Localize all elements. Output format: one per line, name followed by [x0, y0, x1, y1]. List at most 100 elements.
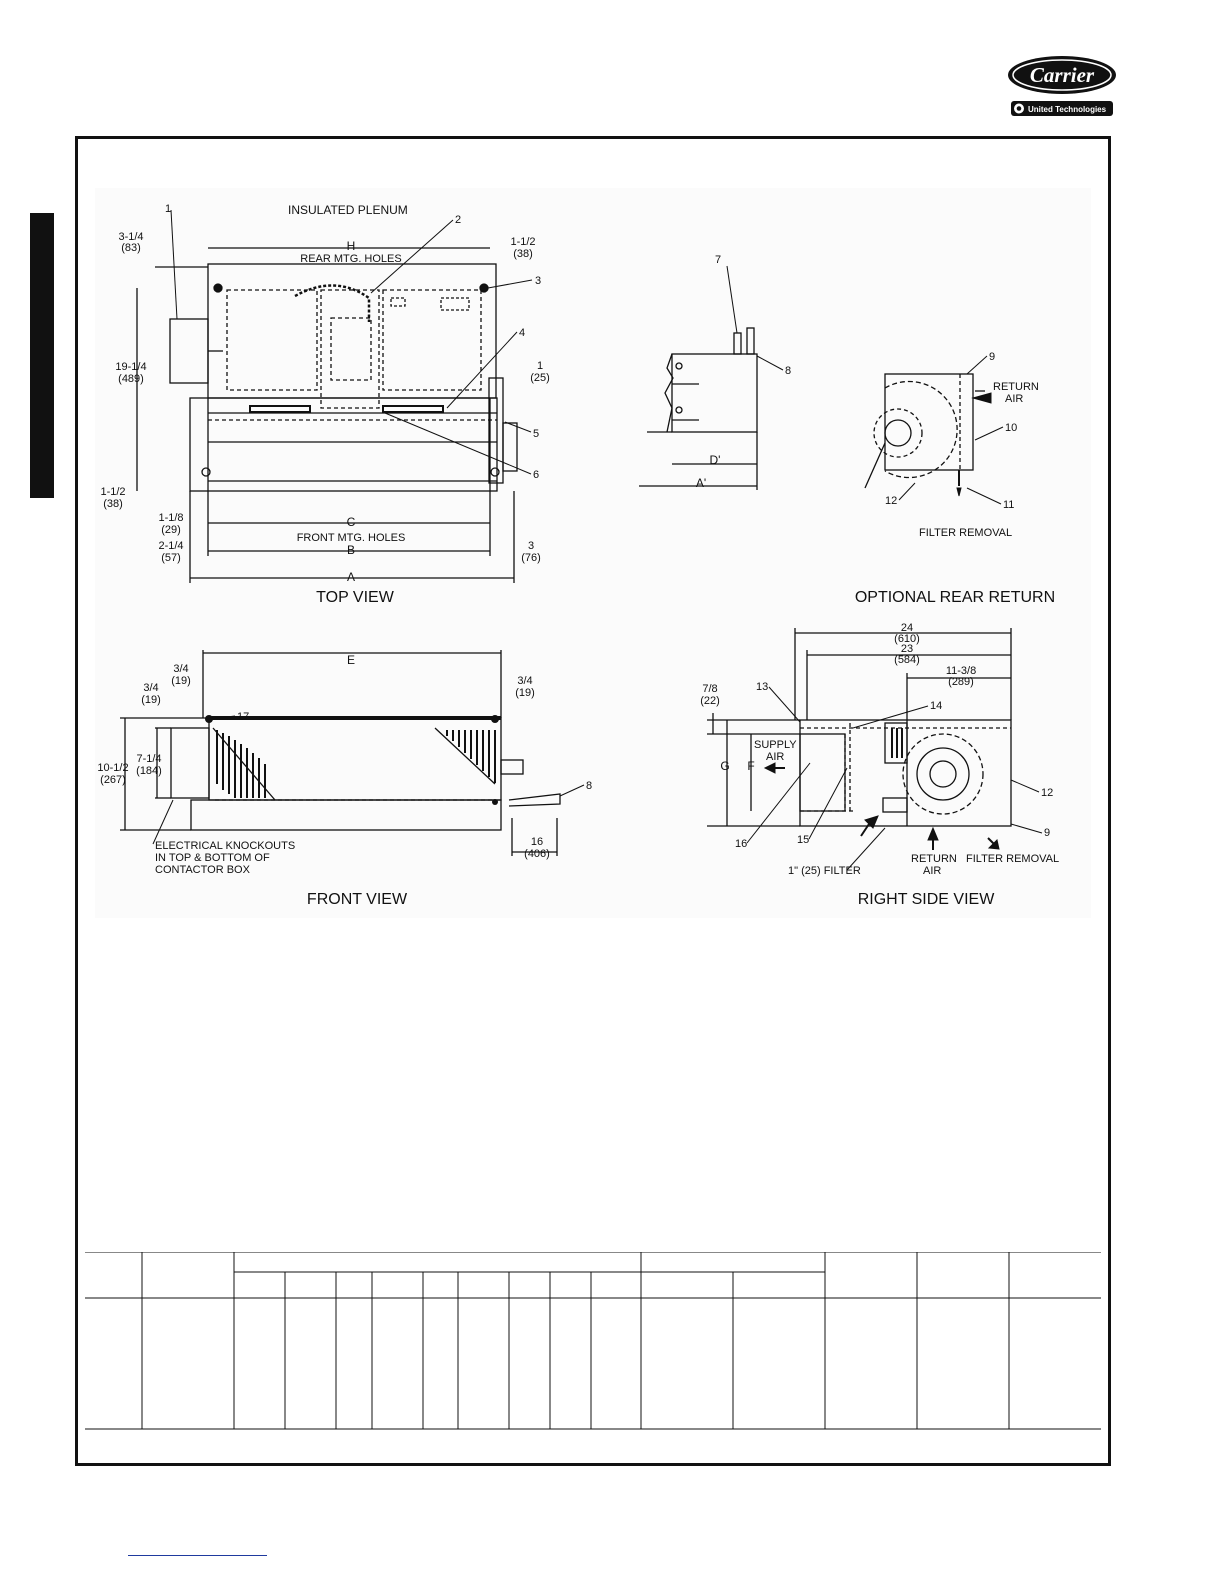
- callout-13: 13: [756, 681, 768, 693]
- dim-7-1-4: 7-1/4: [136, 753, 161, 765]
- front-view-mounts: [205, 715, 499, 805]
- callout-4: 4: [519, 327, 525, 339]
- callout-5: 5: [533, 428, 539, 440]
- callout-11: 11: [1003, 499, 1014, 511]
- dim-1-1-2-top: 1-1/2: [510, 236, 535, 248]
- dim-24-mm: (610): [894, 633, 920, 645]
- callout-8-top: 8: [785, 365, 791, 377]
- front-view: [120, 650, 561, 856]
- dim-h-letter: H: [347, 239, 356, 253]
- dim-10-1-2: 10-1/2: [97, 762, 128, 774]
- callout-12-top: 12: [885, 495, 897, 507]
- knockouts-line-1: ELECTRICAL KNOCKOUTS: [155, 840, 295, 852]
- top-view-text: INSULATED PLENUM H REAR MTG. HOLES C FRO…: [100, 203, 549, 606]
- callout-2: 2: [455, 214, 461, 226]
- rear-filter-removal-label: FILTER REMOVAL: [919, 527, 1012, 539]
- callout-9-side: 9: [1044, 827, 1050, 839]
- dim-7-8-mm: (22): [700, 695, 720, 707]
- dim-16: 16: [531, 836, 543, 848]
- dim-3-4-left-b: 3/4: [143, 682, 158, 694]
- dim-1-1-8: 1-1/8: [158, 512, 183, 524]
- dim-11-3-8: 11-3/8: [946, 665, 976, 677]
- dimensions-table: [85, 1251, 1101, 1430]
- rear-return-text: 7 8 D' A' 9 RETURN AIR 10 11 12 FILTER R…: [696, 254, 1055, 606]
- callout-9-top: 9: [989, 351, 995, 363]
- dim-7-1-4-mm: (184): [136, 765, 162, 777]
- dim-19-1-4: 19-1/4: [115, 361, 146, 373]
- dim-3-4-left-a: 3/4: [173, 663, 188, 675]
- dim-3-4-left-a-mm: (19): [171, 675, 191, 687]
- top-view-leaders: [170, 209, 533, 475]
- callout-3: 3: [535, 275, 541, 287]
- side-return-air-2: AIR: [923, 865, 941, 877]
- filter-label: 1" (25) FILTER: [788, 865, 861, 877]
- section-tab: [30, 213, 54, 498]
- top-view: [136, 247, 518, 583]
- dim-1-1-2-left-mm: (38): [103, 498, 123, 510]
- dim-19-1-4-mm: (489): [118, 373, 144, 385]
- callout-17: 17: [237, 711, 249, 723]
- side-filter-removal-label: FILTER REMOVAL: [966, 853, 1059, 865]
- dim-10-1-2-mm: (267): [100, 774, 126, 786]
- knockouts-line-2: IN TOP & BOTTOM OF: [155, 852, 270, 864]
- rear-return-air-2: AIR: [1005, 393, 1023, 405]
- right-side-leaders: [746, 686, 1043, 871]
- front-mtg-holes-label: FRONT MTG. HOLES: [297, 532, 406, 544]
- callout-1: 1: [165, 203, 171, 215]
- dim-3-1-4-mm: (83): [121, 242, 141, 254]
- page-frame: [75, 136, 1111, 1466]
- dim-a-prime-letter: A': [696, 476, 706, 490]
- callout-14: 14: [930, 700, 942, 712]
- view-title-right-side: RIGHT SIDE VIEW: [858, 891, 996, 908]
- dim-b-letter: B: [347, 543, 355, 557]
- right-side-fan-blades: [891, 728, 903, 758]
- front-view-leaders: [152, 715, 585, 845]
- dim-23: 23: [901, 643, 913, 655]
- view-title-top: TOP VIEW: [316, 589, 395, 606]
- dim-f-letter: F: [747, 759, 754, 773]
- dim-2-1-4-mm: (57): [161, 552, 181, 564]
- callout-12-side: 12: [1041, 787, 1053, 799]
- dim-7-8: 7/8: [702, 683, 717, 695]
- dim-2-1-4: 2-1/4: [158, 540, 183, 552]
- view-title-optional-rear: OPTIONAL REAR RETURN: [855, 589, 1055, 606]
- dim-3: 3: [528, 540, 534, 552]
- rear-return-leaders: [726, 265, 1004, 505]
- carrier-logo: Carrier United Technologies: [1006, 55, 1118, 119]
- dim-g-letter: G: [720, 759, 729, 773]
- footer-link-underline: [128, 1555, 267, 1556]
- rear-return-air-1: RETURN: [993, 381, 1039, 393]
- right-side-text: 24 (610) 23 (584) 11-3/8 (289) 7/8 (22) …: [700, 622, 1059, 908]
- front-view-text: E 3/4 (19) 3/4 (19) 3/4 (19) 17 10-1/2 (…: [97, 653, 592, 908]
- dim-3-1-4: 3-1/4: [118, 231, 143, 243]
- dim-23-mm: (584): [894, 654, 920, 666]
- dim-1-1-2-left: 1-1/2: [100, 486, 125, 498]
- dim-24: 24: [901, 622, 913, 634]
- callout-15: 15: [797, 834, 809, 846]
- brand-tagline: United Technologies: [1028, 105, 1107, 114]
- dimension-drawing: INSULATED PLENUM H REAR MTG. HOLES C FRO…: [95, 188, 1091, 918]
- dim-1-mm: (25): [530, 372, 550, 384]
- dim-1-1-2-top-mm: (38): [513, 248, 533, 260]
- dim-c-letter: C: [347, 515, 356, 529]
- supply-air-1: SUPPLY: [754, 739, 797, 751]
- dim-3-4-left-b-mm: (19): [141, 694, 161, 706]
- dim-1-1-8-mm: (29): [161, 524, 181, 536]
- dim-a-letter: A: [347, 570, 355, 584]
- right-side-view: [707, 628, 1012, 827]
- dim-e-letter: E: [347, 653, 355, 667]
- dim-d-prime-letter: D': [710, 453, 721, 467]
- knockouts-line-3: CONTACTOR BOX: [155, 864, 251, 876]
- rear-mtg-holes-label: REAR MTG. HOLES: [300, 253, 401, 265]
- supply-air-2: AIR: [766, 751, 784, 763]
- view-title-front: FRONT VIEW: [307, 891, 408, 908]
- callout-16: 16: [735, 838, 747, 850]
- callout-10: 10: [1005, 422, 1017, 434]
- dim-3-4-right-mm: (19): [515, 687, 535, 699]
- dim-3-4-right: 3/4: [517, 675, 532, 687]
- callout-8-front: 8: [586, 780, 592, 792]
- dim-11-3-8-mm: (289): [948, 676, 974, 688]
- insulated-plenum-label: INSULATED PLENUM: [288, 203, 408, 217]
- side-return-air-1: RETURN: [911, 853, 957, 865]
- brand-name: Carrier: [1030, 63, 1095, 87]
